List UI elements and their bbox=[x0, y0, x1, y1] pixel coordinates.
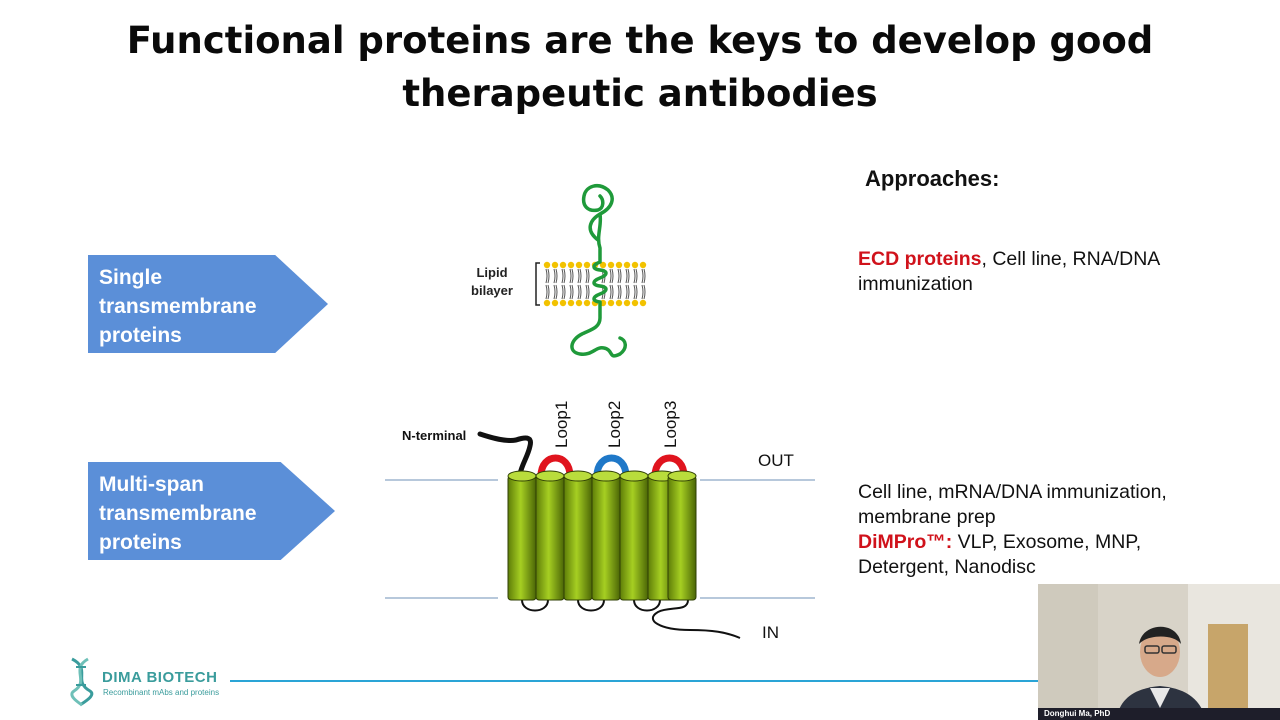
out-label: OUT bbox=[758, 451, 794, 470]
presenter-webcam: Donghui Ma, PhD bbox=[1038, 584, 1280, 720]
lipid-label-line2: bilayer bbox=[471, 283, 513, 298]
single-approaches-line1: ECD proteins, Cell line, RNA/DNA bbox=[858, 247, 1258, 272]
multi-approaches-line2: membrane prep bbox=[858, 506, 996, 528]
presenter-video-frame bbox=[1038, 584, 1280, 720]
lipid-heads-top bbox=[543, 261, 647, 269]
single-approaches-rest: , Cell line, RNA/DNA bbox=[981, 248, 1161, 270]
loop2-label: Loop2 bbox=[605, 401, 624, 448]
loop3-label: Loop3 bbox=[661, 401, 680, 448]
lipid-bilayer bbox=[535, 261, 647, 307]
in-label: IN bbox=[762, 623, 779, 642]
loop1-label: Loop1 bbox=[552, 401, 571, 448]
approaches-heading: Approaches: bbox=[865, 166, 1000, 191]
dima-biotech-logo: DIMA BIOTECH Recombinant mAbs and protei… bbox=[62, 655, 232, 707]
slide-title-line1: Functional proteins are the keys to deve… bbox=[126, 19, 1154, 62]
dna-helix-icon bbox=[70, 657, 94, 707]
single-label-line3: proteins bbox=[99, 324, 182, 347]
single-pass-protein-chain bbox=[570, 184, 627, 358]
bilayer-bracket bbox=[535, 262, 540, 306]
lipid-label-line1: Lipid bbox=[476, 265, 507, 280]
lipid-heads-bottom bbox=[543, 299, 647, 307]
footer-divider bbox=[230, 680, 1038, 682]
multi-label-line3: proteins bbox=[99, 531, 182, 554]
single-transmembrane-arrow: Single transmembrane proteins bbox=[88, 255, 328, 353]
multi-approaches-line4: Detergent, Nanodisc bbox=[858, 556, 1036, 578]
single-label-line1: Single bbox=[99, 266, 163, 289]
multi-approaches-text: Cell line, mRNA/DNA immunization, membra… bbox=[858, 480, 1258, 580]
ecd-proteins-highlight: ECD proteins bbox=[858, 248, 982, 270]
n-terminal-label: N-terminal bbox=[402, 428, 466, 443]
transmembrane-helices bbox=[507, 470, 697, 601]
loop3 bbox=[651, 454, 688, 477]
multi-approaches-line3: DiMPro™: VLP, Exosome, MNP, bbox=[858, 530, 1258, 555]
multi-approaches-line1: Cell line, mRNA/DNA immunization, bbox=[858, 481, 1167, 503]
n-terminal-tail bbox=[477, 431, 533, 477]
loop2 bbox=[593, 454, 630, 477]
single-approaches-text: ECD proteins, Cell line, RNA/DNA immuniz… bbox=[858, 247, 1258, 297]
dimpro-highlight: DiMPro™: bbox=[858, 531, 953, 553]
loop1 bbox=[537, 454, 574, 477]
logo-name: DIMA BIOTECH bbox=[102, 669, 218, 686]
presenter-name-label: Donghui Ma, PhD bbox=[1038, 708, 1280, 720]
single-label-line2: transmembrane bbox=[99, 295, 257, 318]
c-terminal-tail bbox=[651, 599, 741, 639]
slide-title: Functional proteins are the keys to deve… bbox=[0, 14, 1280, 120]
single-approaches-line2: immunization bbox=[858, 273, 973, 295]
intracellular-loops bbox=[521, 599, 661, 612]
slide-title-line2: therapeutic antibodies bbox=[402, 72, 878, 115]
multi-approaches-line3-rest: VLP, Exosome, MNP, bbox=[952, 531, 1142, 553]
multi-span-arrow: Multi-span transmembrane proteins bbox=[88, 462, 335, 560]
multi-label-line2: transmembrane bbox=[99, 502, 257, 525]
multi-label-line1: Multi-span bbox=[99, 473, 204, 496]
logo-tagline: Recombinant mAbs and proteins bbox=[103, 688, 220, 697]
